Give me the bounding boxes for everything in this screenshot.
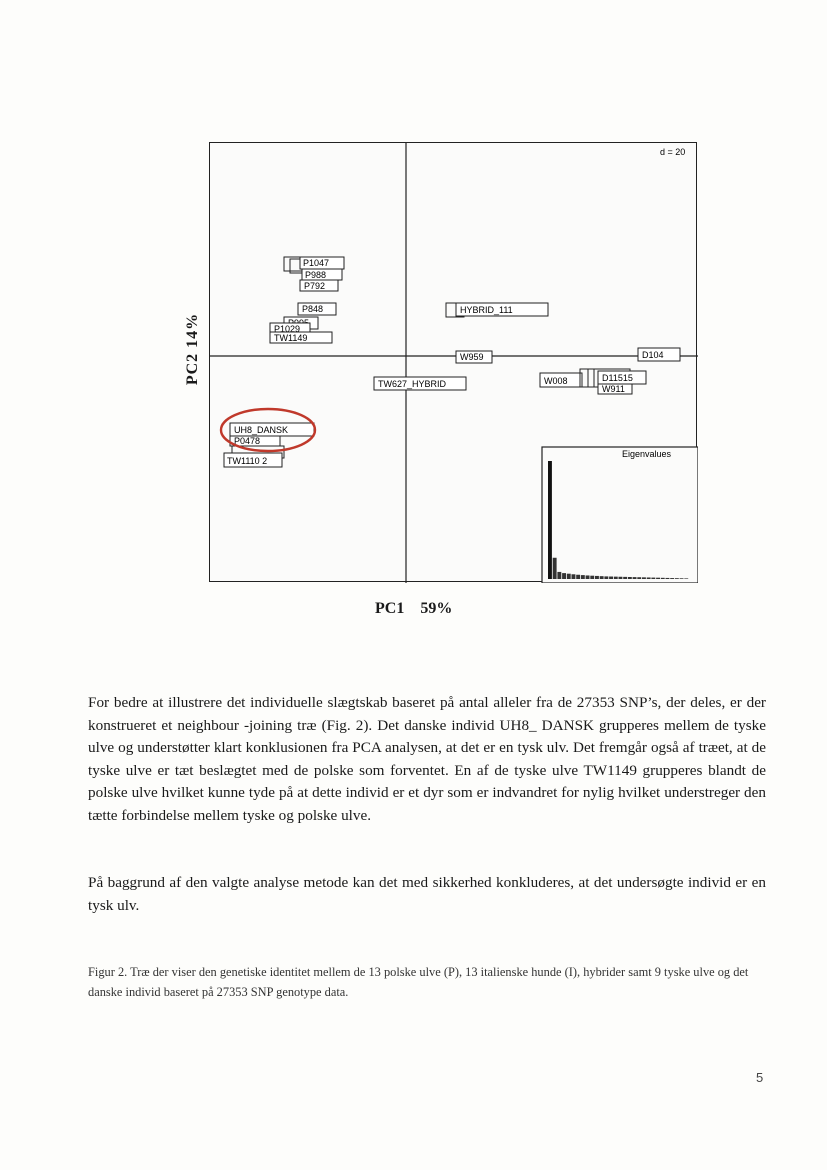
sample-label: TW1110 2 xyxy=(227,456,267,466)
eigenvalue-bar xyxy=(576,574,581,579)
sample-label: D104 xyxy=(642,350,664,360)
y-axis-label: PC2 14% xyxy=(184,312,201,386)
eigenvalue-bars xyxy=(548,461,689,579)
sample-label: UH8_DANSK xyxy=(234,425,288,435)
scale-label: d = 20 xyxy=(660,147,685,157)
highlight-circle xyxy=(219,407,317,453)
eigenvalue-bar xyxy=(548,461,552,579)
sample-label: TW1149 xyxy=(274,333,307,343)
sample-label: P988 xyxy=(305,270,326,280)
pca-figure: d = 20 P1047 P988 P792 P848 P995 P1029 T… xyxy=(209,142,698,583)
sample-label: P792 xyxy=(304,281,325,291)
eigenvalue-bar xyxy=(557,571,562,579)
sample-label: P1047 xyxy=(303,258,329,268)
sample-group-german: UH8_DANSK P0478 TW1110 2 xyxy=(219,407,317,468)
eigenvalue-bar xyxy=(585,575,590,579)
eigenvalue-bar xyxy=(642,577,646,579)
eigenvalue-bar xyxy=(665,577,670,579)
eigenvalue-bar xyxy=(656,577,660,579)
sample-label: P1029 xyxy=(274,324,300,334)
eigenvalue-bar xyxy=(562,573,566,579)
eigenvalue-bar xyxy=(552,557,557,579)
x-axis-label: PC1 59% xyxy=(375,600,452,618)
sample-label: P0478 xyxy=(234,436,260,446)
eigenvalue-bar xyxy=(623,576,628,579)
body-paragraph-2: På baggrund af den valgte analyse metode… xyxy=(88,874,766,914)
sample-label: D11515 xyxy=(602,373,633,383)
eigenvalue-bar xyxy=(679,578,684,579)
pca-plot: d = 20 P1047 P988 P792 P848 P995 P1029 T… xyxy=(210,143,698,583)
eigenvalue-bar xyxy=(660,577,665,579)
eigenvalue-bar xyxy=(684,578,689,579)
sample-label: TW627_HYBRID xyxy=(378,379,447,389)
sample-label: W008 xyxy=(544,376,568,386)
eigenvalue-bar xyxy=(646,577,651,579)
sample-label: W911 xyxy=(602,384,625,394)
sample-label: W959 xyxy=(460,352,484,362)
figure-caption: Figur 2. Træ der viser den genetiske ide… xyxy=(88,965,749,999)
inset-title: Eigenvalues xyxy=(622,449,672,459)
eigenvalue-bar xyxy=(670,578,675,579)
eigenvalue-bar xyxy=(595,575,599,579)
sample-group-dogs: W008 D11515 W911 xyxy=(539,368,647,395)
eigenvalue-bar xyxy=(580,575,585,579)
eigenvalue-bar xyxy=(609,576,613,579)
sample-label: P848 xyxy=(302,304,323,314)
eigenvalue-bar xyxy=(590,575,595,579)
eigenvalue-bar xyxy=(613,576,618,579)
eigenvalue-bar xyxy=(618,576,623,579)
sample-label: HYBRID_111 xyxy=(460,305,513,315)
eigenvalue-bar xyxy=(566,573,571,579)
eigenvalue-bar xyxy=(637,577,642,579)
eigenvalue-bar xyxy=(651,577,656,579)
sample-group-hybrid: HYBRID_111 xyxy=(445,302,549,318)
eigenvalue-bar xyxy=(632,577,637,579)
x-axis-name: PC1 xyxy=(375,600,405,617)
eigenvalue-bar xyxy=(604,576,609,579)
eigenvalue-bar xyxy=(599,576,604,579)
page-number: 5 xyxy=(756,1070,764,1085)
eigenvalue-bar xyxy=(571,574,576,579)
eigenvalue-bar xyxy=(674,578,679,579)
sample-group-polish: P1047 P988 P792 P848 P995 P1029 TW1149 xyxy=(269,256,345,344)
x-axis-percent: 59% xyxy=(420,600,453,617)
eigenvalue-bar xyxy=(627,576,632,579)
body-paragraph-1: For bedre at illustrere det individuelle… xyxy=(88,694,766,824)
eigenvalue-inset: Eigenvalues xyxy=(541,446,698,583)
